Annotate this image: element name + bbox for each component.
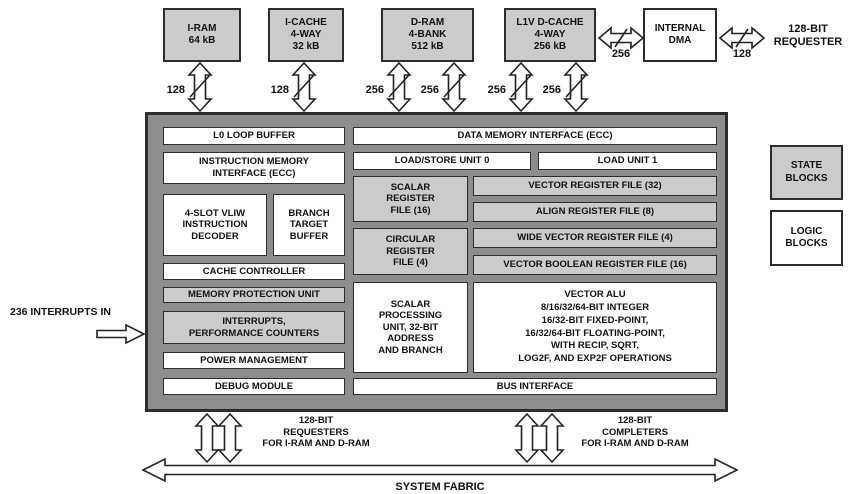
block-internal-dma: INTERNAL DMA <box>643 8 717 62</box>
label-system-fabric: SYSTEM FABRIC <box>395 481 485 493</box>
requester-arrow-b-icon <box>218 413 242 463</box>
block-vector-register-file: VECTOR REGISTER FILE (32) <box>473 176 717 196</box>
block-l1v-d-cache: L1V D-CACHE 4-WAY 256 kB <box>504 8 596 62</box>
block-cache-controller: CACHE CONTROLLER <box>163 263 345 280</box>
bus-width-iram: 128 <box>166 84 185 96</box>
label-interrupts-in: 236 INTERRUPTS IN <box>10 306 111 318</box>
bus-arrow-l1v-to-dma-icon <box>598 27 644 49</box>
bus-arrow-iram-icon <box>188 62 212 112</box>
label-128-bit-requesters: 128-BIT REQUESTERS FOR I-RAM AND D-RAM <box>262 415 370 450</box>
bus-arrow-dma-to-requester-icon <box>719 27 765 49</box>
block-vector-alu: VECTOR ALU 8/16/32/64-BIT INTEGER 16/32-… <box>473 282 717 373</box>
bus-width-l1v-b: 256 <box>542 84 561 96</box>
block-instruction-memory-interface: INSTRUCTION MEMORY INTERFACE (ECC) <box>163 152 345 184</box>
block-bus-interface: BUS INTERFACE <box>353 378 717 395</box>
block-align-register-file: ALIGN REGISTER FILE (8) <box>473 202 717 222</box>
bus-width-dma-right: 128 <box>732 48 752 60</box>
legend-state-blocks: STATE BLOCKS <box>770 145 843 200</box>
block-vector-boolean-register-file: VECTOR BOOLEAN REGISTER FILE (16) <box>473 255 717 275</box>
block-d-ram: D-RAM 4-BANK 512 kB <box>381 8 474 62</box>
block-interrupts-performance-counters: INTERRUPTS, PERFORMANCE COUNTERS <box>163 311 345 344</box>
block-power-management: POWER MANAGEMENT <box>163 352 345 369</box>
bus-arrow-icache-icon <box>292 62 316 112</box>
block-i-cache: I-CACHE 4-WAY 32 kB <box>268 8 344 62</box>
bus-arrow-l1v-b-icon <box>564 62 588 112</box>
block-scalar-register-file: SCALAR REGISTER FILE (16) <box>353 176 468 222</box>
block-memory-protection-unit: MEMORY PROTECTION UNIT <box>163 287 345 303</box>
label-128-bit-requester: 128-BIT REQUESTER <box>773 23 843 48</box>
bus-arrow-dram-b-icon <box>442 62 466 112</box>
block-i-ram: I-RAM 64 kB <box>163 8 241 62</box>
completer-arrow-a-icon <box>515 413 539 463</box>
bus-width-l1v-a: 256 <box>487 84 506 96</box>
block-branch-target-buffer: BRANCH TARGET BUFFER <box>273 194 345 256</box>
completer-arrow-b-icon <box>540 413 564 463</box>
block-data-memory-interface: DATA MEMORY INTERFACE (ECC) <box>353 127 717 145</box>
bus-width-icache: 128 <box>270 84 289 96</box>
bus-width-dram-b: 256 <box>420 84 439 96</box>
block-scalar-processing-unit: SCALAR PROCESSING UNIT, 32-BIT ADDRESS A… <box>353 282 468 373</box>
block-load-store-unit-0: LOAD/STORE UNIT 0 <box>353 152 531 170</box>
bus-width-dram-a: 256 <box>365 84 384 96</box>
block-wide-vector-register-file: WIDE VECTOR REGISTER FILE (4) <box>473 228 717 248</box>
system-fabric-arrow-icon <box>141 457 739 483</box>
bus-width-dma-left: 256 <box>611 48 631 60</box>
block-l0-loop-buffer: L0 LOOP BUFFER <box>163 127 345 145</box>
block-vliw-instruction-decoder: 4-SLOT VLIW INSTRUCTION DECODER <box>163 194 267 256</box>
block-circular-register-file: CIRCULAR REGISTER FILE (4) <box>353 228 468 275</box>
label-128-bit-completers: 128-BIT COMPLETERS FOR I-RAM AND D-RAM <box>581 415 689 450</box>
interrupts-arrow-icon <box>96 323 146 345</box>
block-debug-module: DEBUG MODULE <box>163 378 345 395</box>
block-load-unit-1: LOAD UNIT 1 <box>538 152 717 170</box>
legend-logic-blocks: LOGIC BLOCKS <box>770 210 843 266</box>
